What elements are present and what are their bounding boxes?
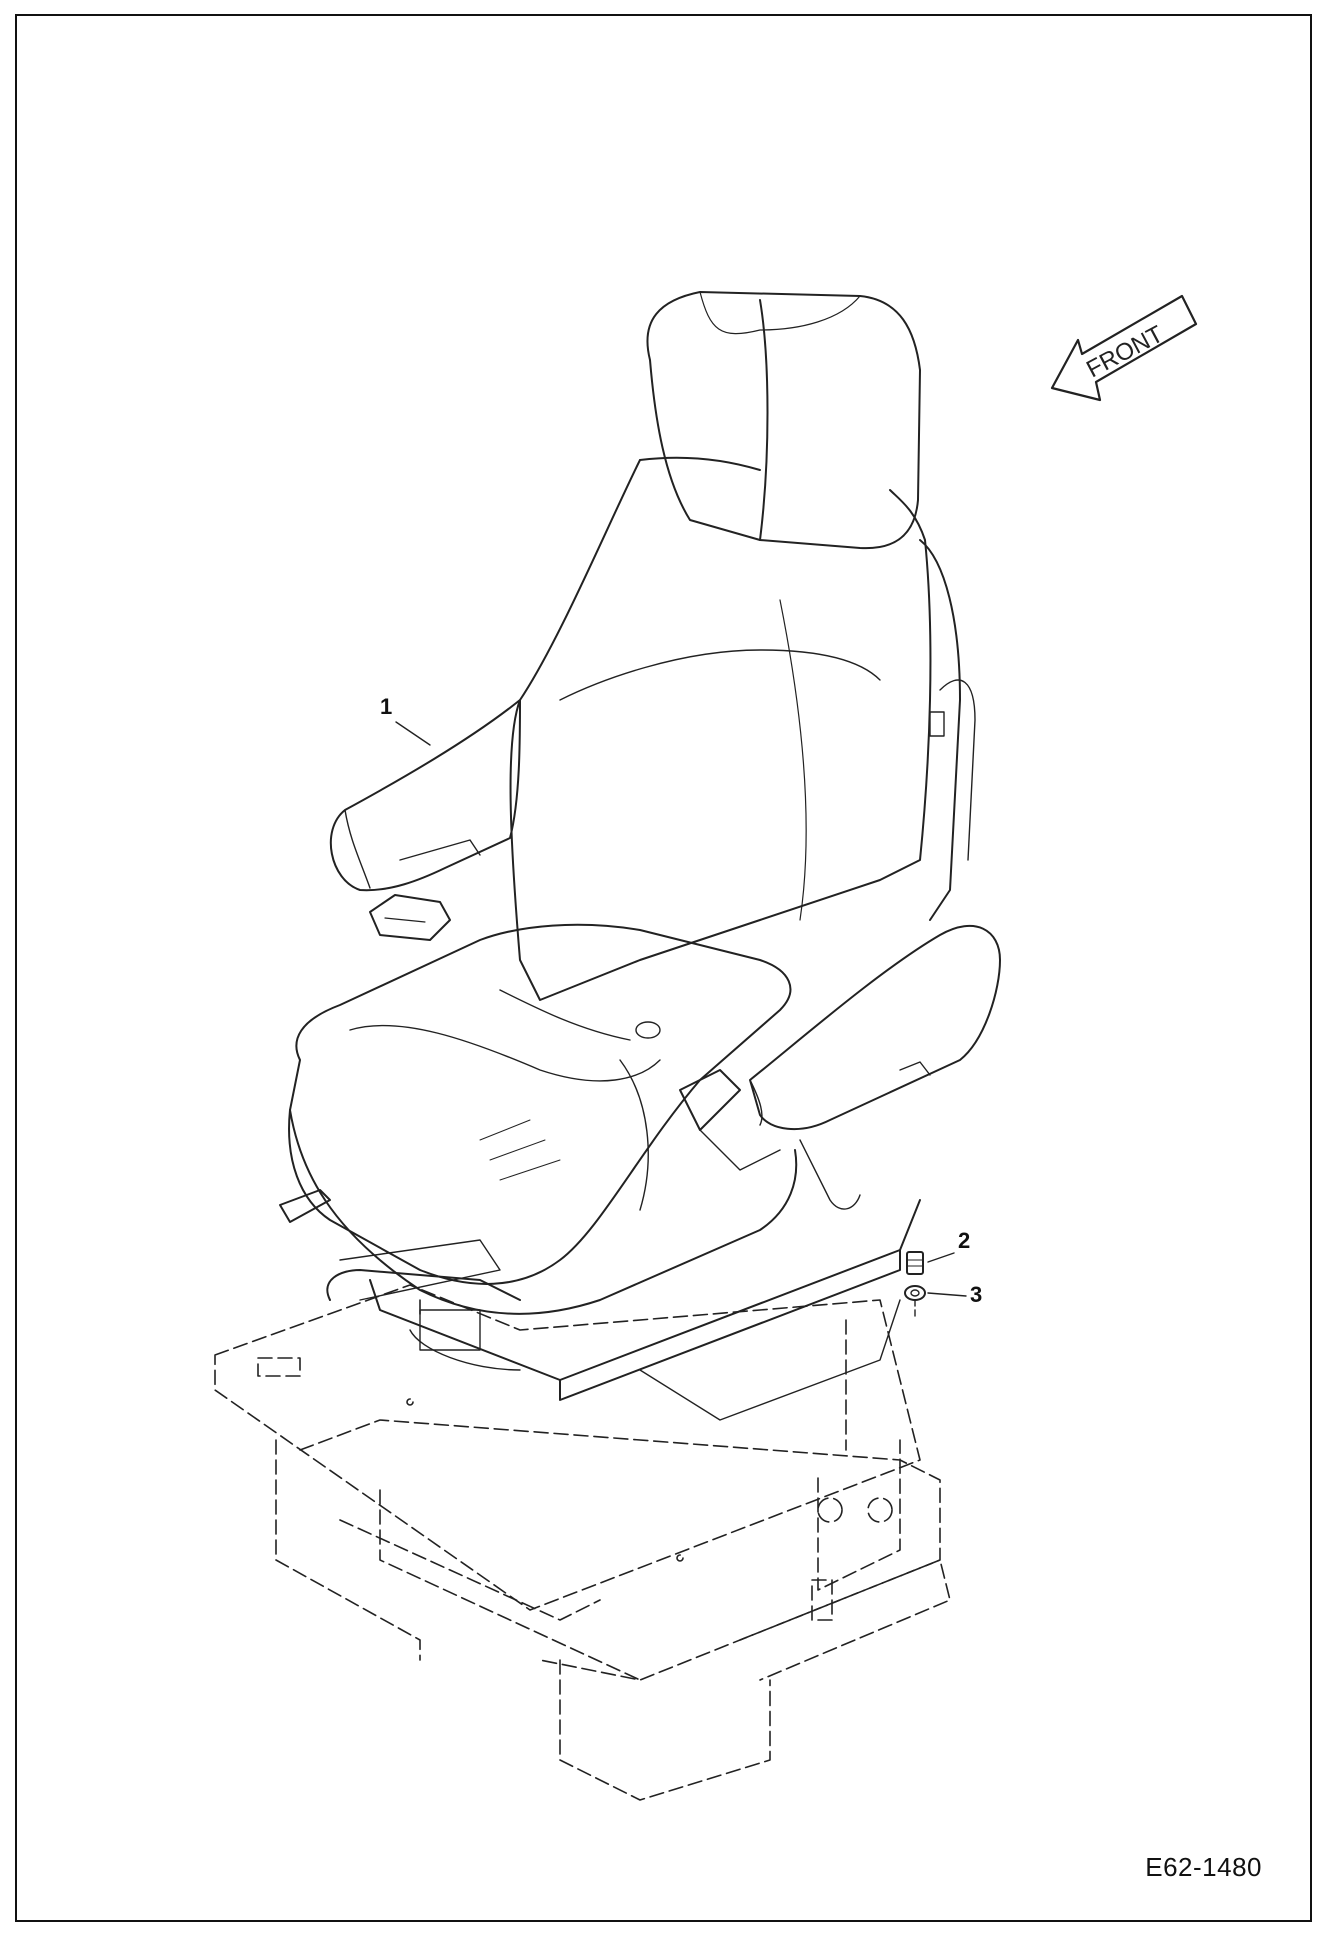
leader-line-3	[927, 1292, 967, 1297]
drawing-frame	[15, 14, 1312, 1922]
washer-icon	[904, 1285, 926, 1301]
callout-3: 3	[970, 1282, 983, 1307]
seat-cushion	[288, 923, 798, 1315]
left-belt-buckle	[369, 894, 451, 941]
leader-line-2	[927, 1252, 955, 1263]
callout-2: 2	[958, 1228, 971, 1253]
seat-levers	[279, 1189, 521, 1301]
front-arrow-icon: FRONT	[1050, 294, 1198, 402]
mounting-plate	[214, 1284, 921, 1611]
backrest	[509, 456, 976, 1001]
center-belt-buckle	[679, 1069, 781, 1171]
leader-line-1	[395, 721, 431, 746]
suspension-base	[369, 1199, 921, 1421]
left-armrest	[329, 699, 521, 892]
callout-1: 1	[380, 694, 393, 719]
bolt-icon	[906, 1251, 924, 1275]
right-armrest	[749, 924, 1001, 1210]
seat-frame	[275, 1419, 951, 1801]
figure-id: E62-1480	[1145, 1852, 1262, 1882]
headrest	[646, 291, 921, 550]
